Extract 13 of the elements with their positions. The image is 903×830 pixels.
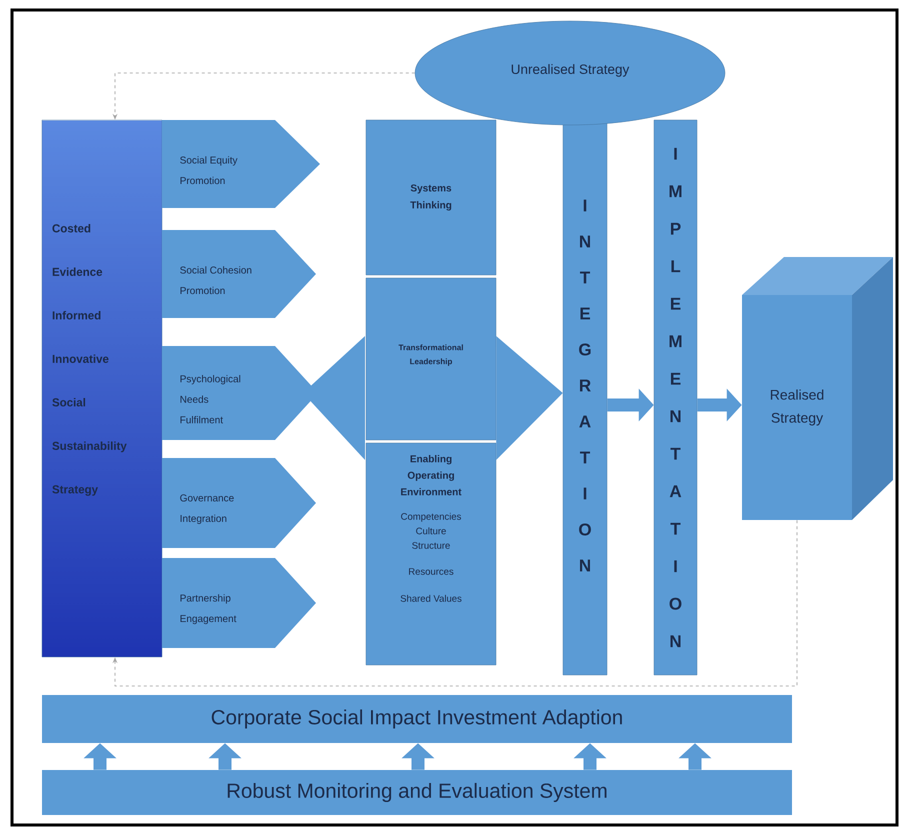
dashed-arrow <box>112 520 798 686</box>
pentagon-box: Governance Integration <box>162 458 316 548</box>
strategy-box: Costed Evidence Informed Innovative Social Sustainability Strategy <box>42 120 162 658</box>
process-box: Systems Thinking <box>366 120 496 276</box>
cube: Realised Strategy <box>742 257 893 520</box>
pentagon-box: Social Cohesion Promotion <box>162 230 316 318</box>
pentagon-box: Partnership Engagement <box>162 558 316 648</box>
wide-bar: Robust Monitoring and Evaluation System <box>42 770 792 815</box>
large-arrowhead <box>496 336 563 460</box>
pentagon-box: Social Equity Promotion <box>162 120 320 208</box>
pentagon-box: Psychological Needs Fulfilment <box>162 336 365 460</box>
node-label: Psychological Needs Fulfilment <box>180 375 240 424</box>
process-box: Enabling Operating Environment Competencies Culture Structure Resources Shared Values <box>366 442 496 666</box>
